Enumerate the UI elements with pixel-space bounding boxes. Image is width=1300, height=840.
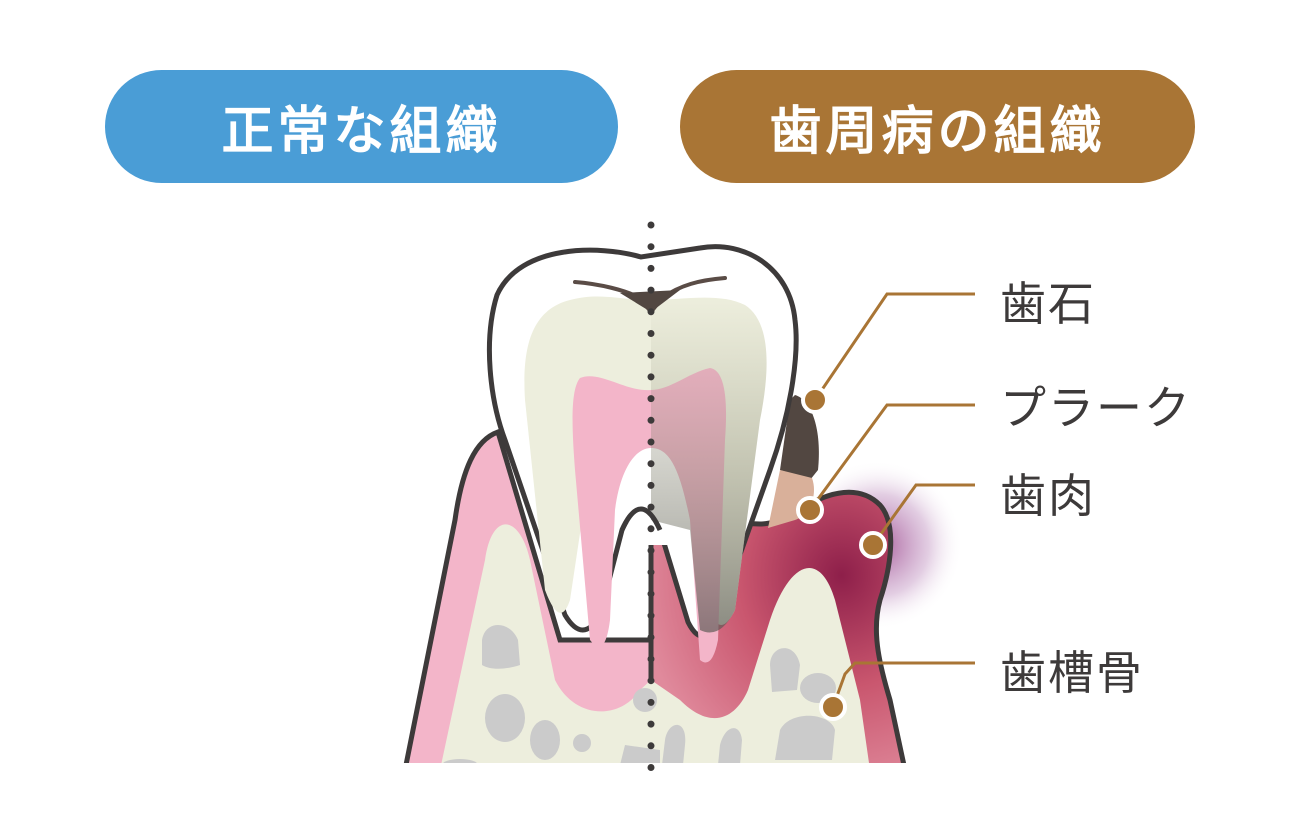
label-gum: 歯肉 (1000, 469, 1096, 523)
root-furcation-outline (619, 506, 663, 532)
alveolar-bone (441, 524, 869, 763)
calculus-marker (801, 386, 829, 414)
calculus-deposit (780, 395, 819, 480)
label-plaque: プラーク (1000, 381, 1192, 435)
periodontal-tissue-header: 歯周病の組織 (680, 70, 1195, 183)
gum-marker (859, 531, 887, 559)
alveolar-bone-marker (819, 693, 847, 721)
degraded-dentin-overlay (651, 297, 767, 633)
label-alveolar-bone: 歯槽骨 (1000, 646, 1144, 700)
groove-stain (620, 290, 680, 312)
plaque-marker (796, 496, 824, 524)
bone-marrow-spaces (443, 625, 836, 763)
leader-lines (808, 292, 975, 708)
label-calculus: 歯石 (1000, 277, 1096, 331)
normal-tissue-header: 正常な組織 (105, 70, 618, 183)
